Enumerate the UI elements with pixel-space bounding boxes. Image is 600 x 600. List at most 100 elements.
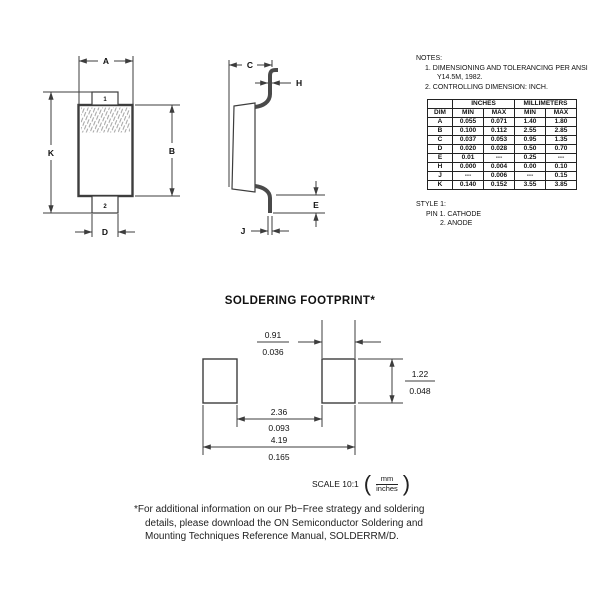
- style-title: STYLE 1:: [416, 201, 446, 208]
- bottom-lead: [254, 184, 272, 213]
- table-row: B 0.100 0.112 2.55 2.85: [427, 126, 577, 136]
- style-note-block: STYLE 1: PIN 1. CATHODE 2. ANODE: [416, 200, 481, 229]
- dim-label-j: J: [241, 226, 246, 236]
- unit-numerator: mm: [380, 473, 394, 483]
- dim-label-d: D: [102, 227, 108, 237]
- note-2: 2. CONTROLLING DIMENSION: INCH.: [425, 83, 548, 91]
- table-header-groups: INCHES MILLIMETERS: [427, 99, 577, 109]
- cell: 2.55: [514, 126, 546, 136]
- cell: 0.055: [452, 117, 484, 127]
- pin2-tab: [91, 195, 119, 214]
- dim-pad-width: 0.91 0.036: [257, 320, 381, 358]
- dim-a: A: [78, 54, 134, 104]
- cell: 0.01: [452, 153, 484, 163]
- dim-label-h: H: [296, 78, 302, 88]
- cell: 0.006: [483, 171, 515, 181]
- table-row: A 0.055 0.071 1.40 1.80: [427, 117, 577, 127]
- pad-height-mm: 1.22: [412, 369, 429, 379]
- unit-denominator: inches: [376, 484, 398, 493]
- table-row: E 0.01 --- 0.25 ---: [427, 153, 577, 163]
- soldering-footprint-title: SOLDERING FOOTPRINT*: [224, 295, 376, 307]
- dim-label-b: B: [169, 146, 175, 156]
- pad-width-mm: 0.91: [265, 330, 282, 340]
- cell: 0.071: [483, 117, 515, 127]
- style-pin2: 2. ANODE: [440, 220, 473, 227]
- side-view-body: [231, 68, 278, 213]
- cell: ---: [545, 153, 577, 163]
- pin1-number: 1: [103, 97, 107, 103]
- dimension-table: INCHES MILLIMETERS DIM MIN MAX MIN MAX A…: [427, 99, 577, 190]
- in-min-header: MIN: [452, 108, 484, 118]
- inches-group-header: INCHES: [452, 99, 515, 109]
- cell: 0.020: [452, 144, 484, 154]
- cell: 2.85: [545, 126, 577, 136]
- dim-h: H: [255, 78, 302, 88]
- span-in: 0.165: [268, 452, 290, 462]
- front-view-body: 1 2: [77, 91, 134, 214]
- cell-dim: B: [427, 126, 453, 136]
- notes-block: NOTES: 1. DIMENSIONING AND TOLERANCING P…: [416, 54, 588, 92]
- footnote-line-2: details, please download the ON Semicond…: [145, 517, 423, 529]
- fraction-bar: [376, 483, 398, 485]
- dim-col-header: DIM: [427, 108, 453, 118]
- footprint-pads: [202, 358, 356, 404]
- gap-in: 0.093: [268, 423, 290, 433]
- note-1: 1. DIMENSIONING AND TOLERANCING PER ANSI: [425, 64, 588, 72]
- cell-dim: A: [427, 117, 453, 127]
- mm-max-header: MAX: [545, 108, 577, 118]
- pad-width-in: 0.036: [262, 347, 284, 357]
- cathode-band-hatch: [81, 107, 130, 133]
- cell-dim: E: [427, 153, 453, 163]
- cell: 0.140: [452, 180, 484, 190]
- cell: 0.037: [452, 135, 484, 145]
- pad-height-in: 0.048: [409, 386, 431, 396]
- cell: 0.004: [483, 162, 515, 172]
- cell: 3.55: [514, 180, 546, 190]
- cell: 0.95: [514, 135, 546, 145]
- front-view-drawing: 1 2 A K B: [43, 54, 180, 237]
- side-view-drawing: C H E J: [228, 58, 325, 236]
- footnote-block: *For additional information on our Pb−Fr…: [134, 503, 424, 544]
- cell: 3.85: [545, 180, 577, 190]
- mm-min-header: MIN: [514, 108, 546, 118]
- cell: ---: [452, 171, 484, 181]
- cell: 0.053: [483, 135, 515, 145]
- cell: 0.25: [514, 153, 546, 163]
- dim-j: J: [241, 216, 289, 236]
- dim-d: D: [75, 214, 135, 237]
- cell: ---: [514, 171, 546, 181]
- footprint-drawing: 0.91 0.036 1.22 0.048 2.36 0.093: [202, 320, 435, 462]
- dim-b: B: [135, 104, 180, 197]
- cell: 1.40: [514, 117, 546, 127]
- top-lead: [254, 68, 278, 109]
- dim-e: E: [273, 181, 325, 227]
- footnote-line-1: *For additional information on our Pb−Fr…: [134, 504, 425, 515]
- millimeters-group-header: MILLIMETERS: [514, 99, 577, 109]
- dim-label-c: C: [247, 60, 253, 70]
- cell-dim: K: [427, 180, 453, 190]
- cell: 1.80: [545, 117, 577, 127]
- table-row: J --- 0.006 --- 0.15: [427, 171, 577, 181]
- dim-label-a: A: [103, 56, 109, 66]
- left-pad: [202, 358, 238, 404]
- note-1-cont: Y14.5M, 1982.: [437, 74, 483, 81]
- cell-dim: D: [427, 144, 453, 154]
- cell-dim: J: [427, 171, 453, 181]
- cell: 0.70: [545, 144, 577, 154]
- dim-span: 4.19 0.165: [202, 405, 356, 462]
- scale-note: SCALE 10:1 ( mm inches ): [312, 473, 410, 495]
- cell: 0.00: [514, 162, 546, 172]
- cell: 0.152: [483, 180, 515, 190]
- dim-gap: 2.36 0.093: [236, 405, 323, 433]
- in-max-header: MAX: [483, 108, 515, 118]
- cell: 0.10: [545, 162, 577, 172]
- dim-label-e: E: [313, 200, 319, 210]
- dim-k: K: [43, 91, 92, 214]
- style-pin1: PIN 1. CATHODE: [426, 210, 482, 218]
- cell: ---: [483, 153, 515, 163]
- span-mm: 4.19: [271, 435, 288, 445]
- cell: 0.000: [452, 162, 484, 172]
- footnote-line-3: Mounting Techniques Reference Manual, SO…: [145, 531, 399, 542]
- close-paren: ): [402, 471, 411, 496]
